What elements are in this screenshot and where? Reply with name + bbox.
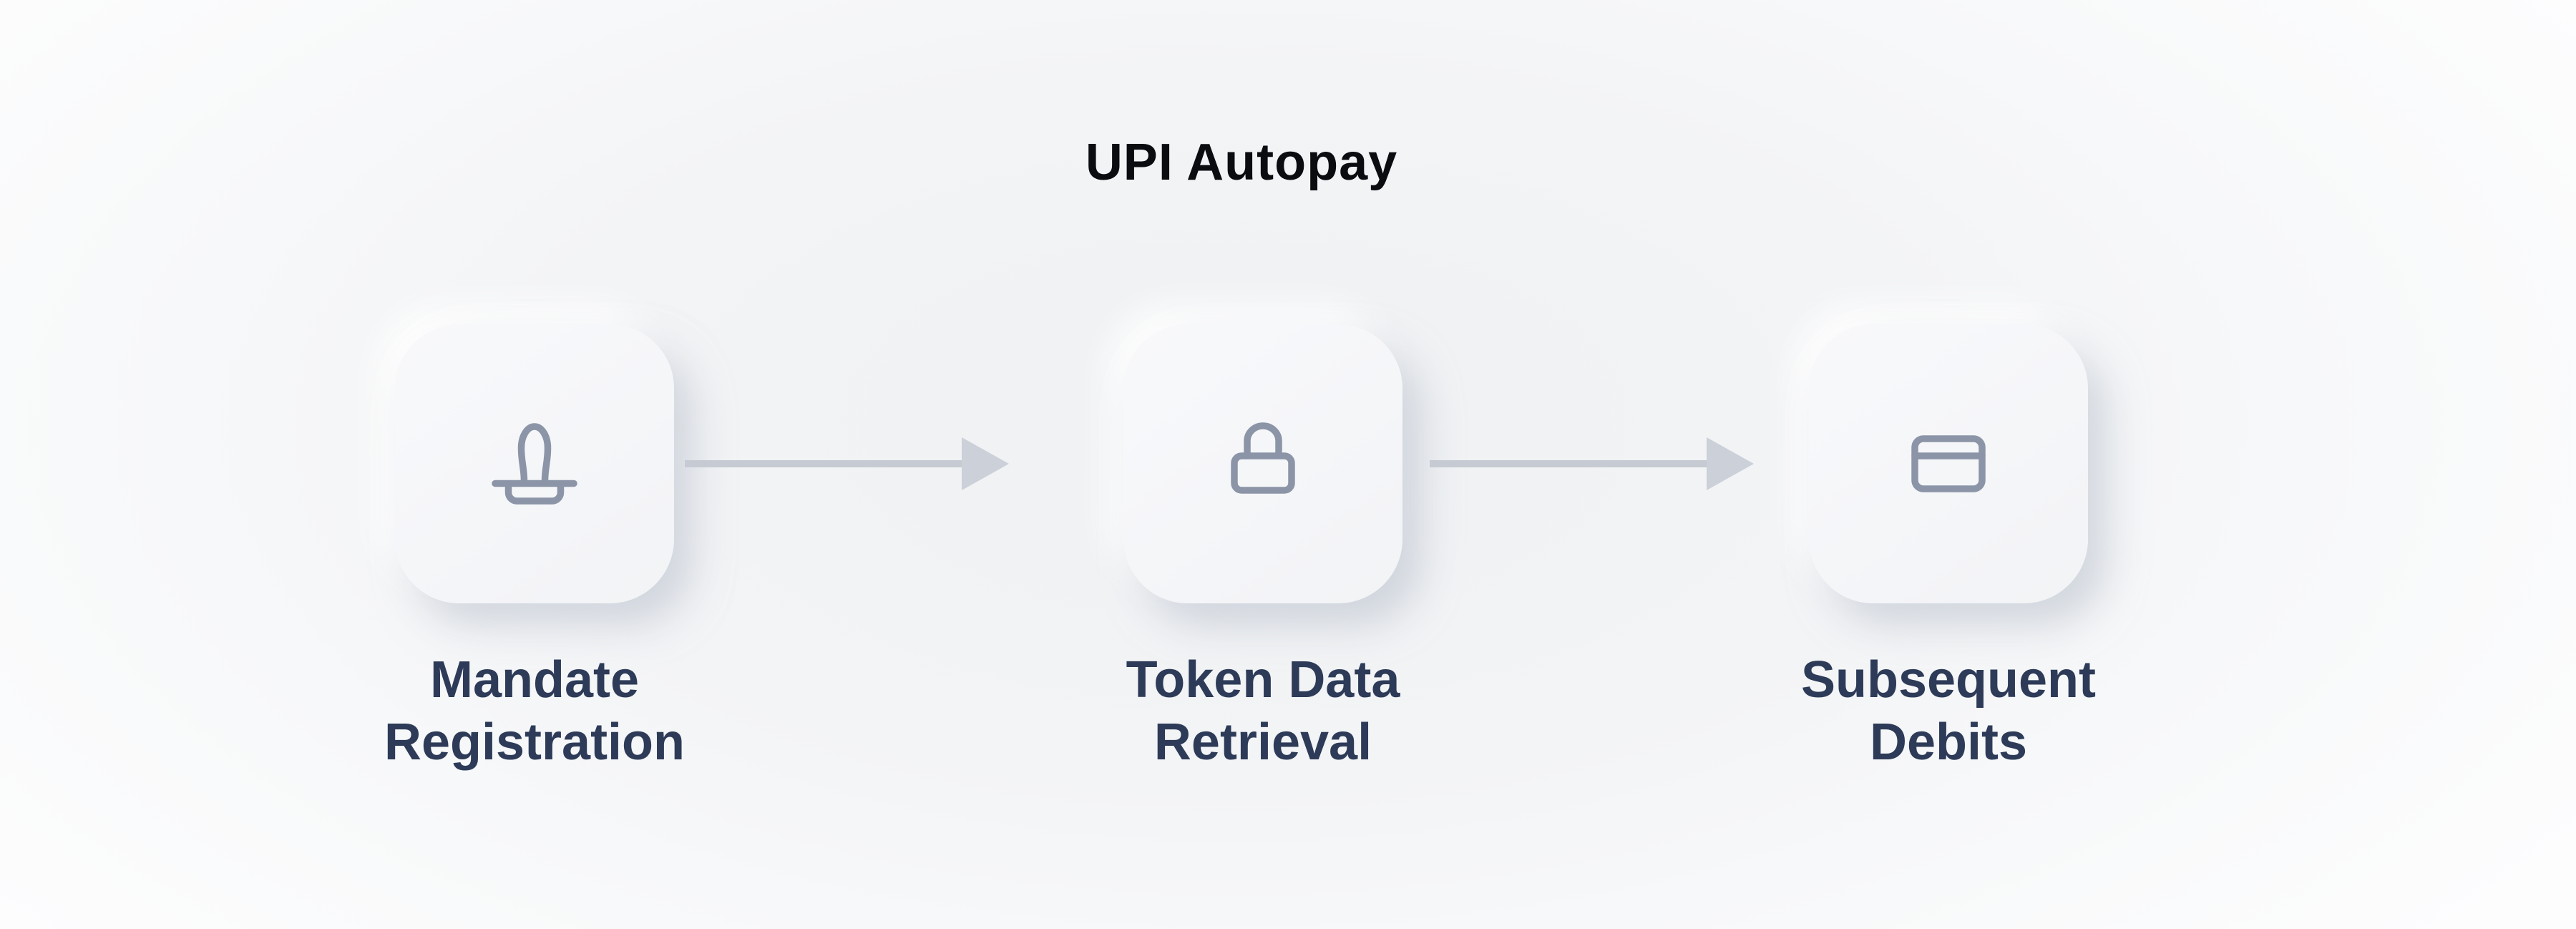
step-card: [1123, 324, 1402, 604]
step-subsequent-debits: Subsequent Debits: [1801, 324, 2096, 773]
credit-card-icon: [1911, 435, 1986, 492]
step-card: [395, 324, 674, 604]
arrow-right-icon: [1430, 437, 1754, 491]
flow-arrow: [1402, 421, 1809, 507]
arrow-right-icon: [685, 437, 1009, 491]
step-token-data-retrieval: Token Data Retrieval: [1123, 324, 1402, 773]
step-label: Mandate Registration: [384, 651, 686, 771]
stamp-icon: [492, 423, 577, 505]
step-label: Subsequent Debits: [1800, 651, 2097, 771]
step-card: [1809, 324, 2088, 604]
step-label: Token Data Retrieval: [1126, 651, 1400, 771]
diagram-content: UPI Autopay Mandate Registration: [0, 134, 2483, 773]
flow-row: Mandate Registration Token Data Retrieva…: [0, 324, 2483, 773]
flow-arrow: [674, 421, 1123, 507]
page-title: UPI Autopay: [1085, 134, 1398, 191]
lock-icon: [1231, 422, 1295, 494]
step-mandate-registration: Mandate Registration: [384, 324, 685, 773]
